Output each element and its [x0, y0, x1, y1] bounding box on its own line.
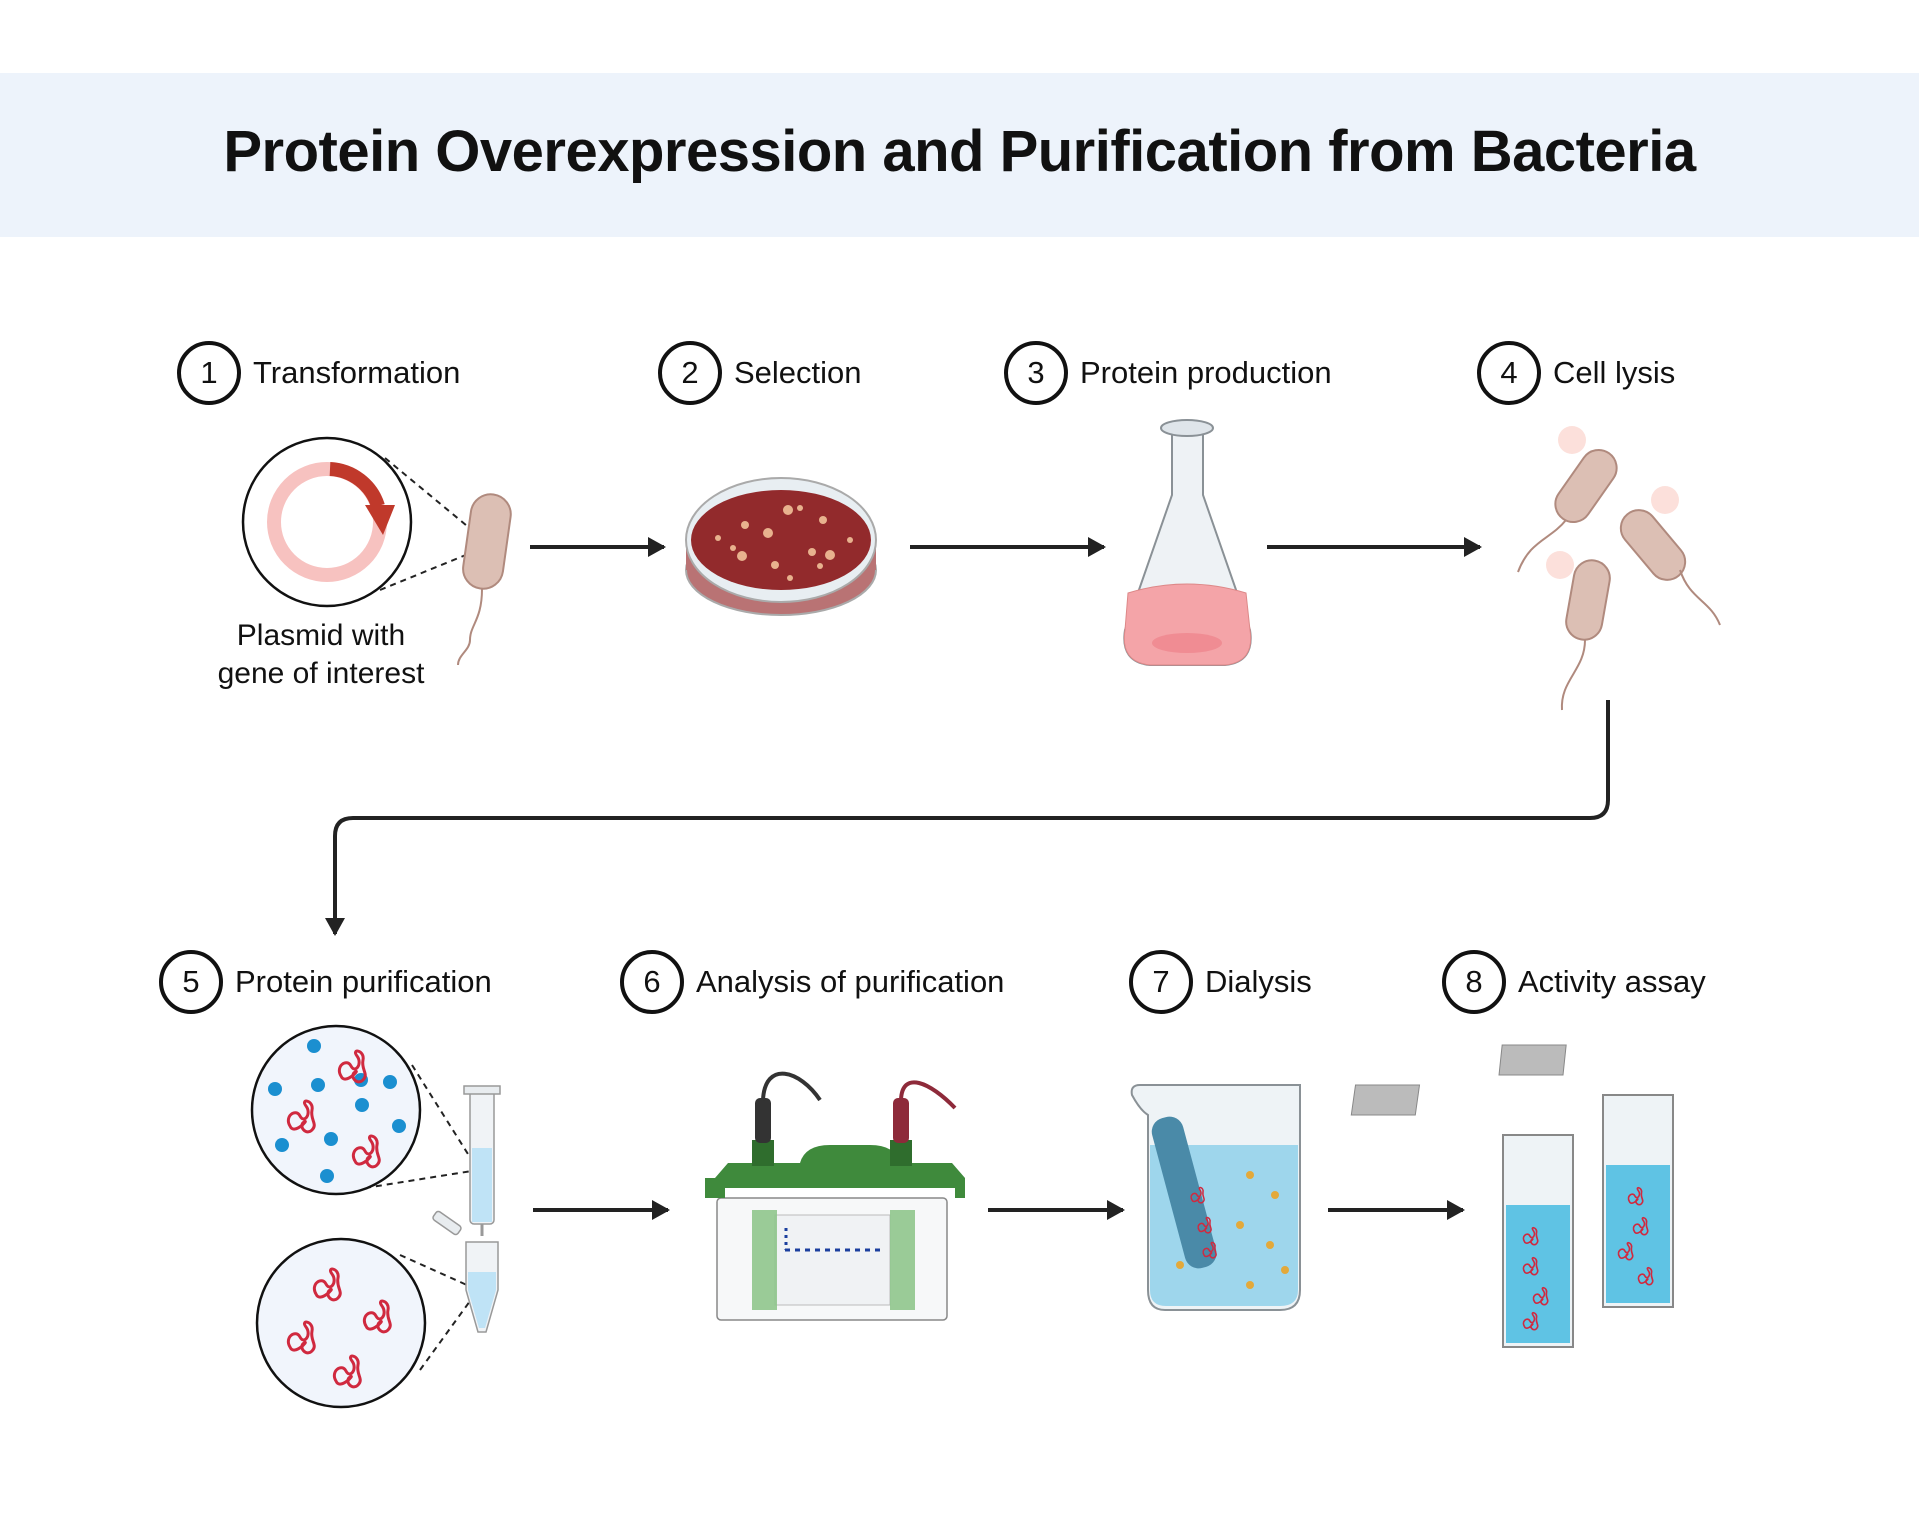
- step-number-badge: 7: [1129, 950, 1193, 1014]
- pure-protein-zoom-icon: [255, 1237, 479, 1409]
- step-dialysis: 7 Dialysis: [1129, 949, 1312, 1015]
- step-label: Dialysis: [1205, 964, 1312, 999]
- step-number-badge: 4: [1477, 341, 1541, 405]
- step-selection: 2 Selection: [658, 340, 862, 406]
- step-transformation: 1 Transformation: [177, 340, 460, 406]
- page-title: Protein Overexpression and Purification …: [223, 119, 1696, 184]
- step-protein-purification: 5 Protein purification: [159, 949, 492, 1015]
- step-number-badge: 3: [1004, 341, 1068, 405]
- step-number-badge: 2: [658, 341, 722, 405]
- dialysis-beaker-icon: [1130, 1084, 1301, 1311]
- step-label: Cell lysis: [1553, 355, 1676, 390]
- step-label: Protein purification: [235, 964, 492, 999]
- step-activity-assay: 8 Activity assay: [1442, 949, 1706, 1015]
- cuvettes-icon: [1350, 1044, 1674, 1348]
- step-label: Protein production: [1080, 355, 1332, 390]
- bacterium-icon: [457, 493, 512, 666]
- step-label: Activity assay: [1518, 964, 1706, 999]
- step-label: Selection: [734, 355, 862, 390]
- purification-column-icon: [432, 1085, 501, 1333]
- plasmid-zoom-icon: [241, 436, 479, 608]
- plasmid-caption-line1: Plasmid with: [236, 619, 406, 652]
- gel-electrophoresis-icon: [705, 1071, 965, 1321]
- step-number-badge: 8: [1442, 950, 1506, 1014]
- protein-mixture-zoom-icon: [250, 1024, 479, 1196]
- step-label: Analysis of purification: [696, 964, 1005, 999]
- step-cell-lysis: 4 Cell lysis: [1477, 340, 1675, 406]
- petri-dish-icon: [685, 477, 877, 616]
- lysed-bacteria-icon: [1517, 426, 1721, 711]
- step-protein-production: 3 Protein production: [1004, 340, 1332, 406]
- step-analysis-of-purification: 6 Analysis of purification: [620, 949, 1004, 1015]
- step-number-badge: 5: [159, 950, 223, 1014]
- erlenmeyer-flask-icon: [1123, 419, 1252, 666]
- title-band: [0, 73, 1919, 237]
- step-label: Transformation: [253, 355, 461, 390]
- plasmid-caption-line2: gene of interest: [217, 657, 425, 690]
- step-number-badge: 6: [620, 950, 684, 1014]
- step-number-badge: 1: [177, 341, 241, 405]
- plasmid-caption: Plasmid with gene of interest: [181, 617, 461, 693]
- connector-arrow-4-5: [325, 700, 1610, 936]
